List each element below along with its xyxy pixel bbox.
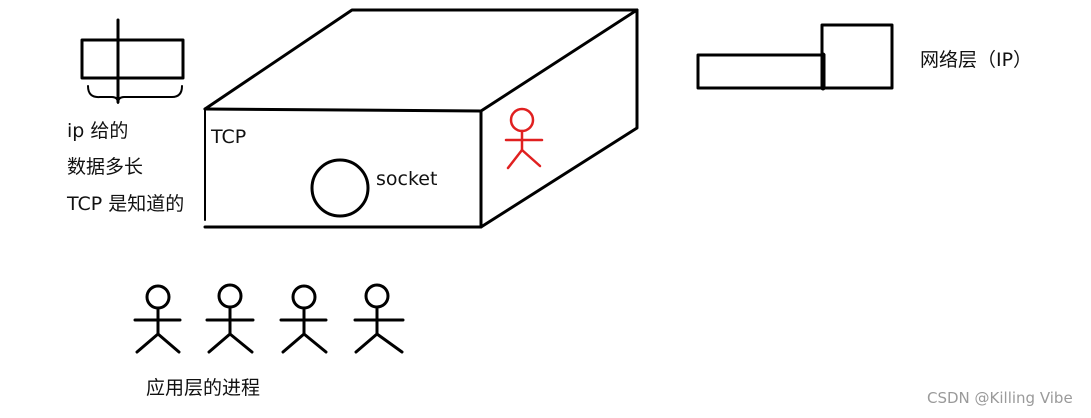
packet-brace	[87, 85, 183, 104]
tcp-box	[203, 8, 639, 229]
network-layer-label: 网络层（IP）	[920, 49, 1033, 71]
watermark: CSDN @Killing Vibe	[927, 389, 1073, 407]
note-line-1: ip 给的	[67, 120, 129, 142]
tcp-box-top-edge	[203, 8, 639, 113]
socket-label: socket	[376, 168, 438, 190]
red-figure-right-leg	[520, 148, 542, 168]
note-line-3: TCP 是知道的	[67, 193, 185, 215]
network-block-large	[820, 23, 894, 90]
red-figure-head	[509, 107, 535, 133]
socket-circle	[310, 158, 370, 218]
red-stick-figure	[504, 107, 544, 170]
tcp-box-outline	[203, 8, 639, 229]
network-block-small	[696, 53, 826, 90]
process-figure-4	[353, 283, 405, 354]
tcp-label: TCP	[211, 126, 247, 148]
process-figure-1	[133, 284, 182, 354]
network-layer-blocks	[696, 23, 894, 91]
app-processes-label: 应用层的进程	[146, 377, 261, 399]
packet-sketch	[80, 18, 185, 104]
red-figure-left-leg	[506, 148, 524, 170]
packet-box	[80, 38, 185, 80]
process-figure-2	[205, 283, 255, 354]
note-line-2: 数据多长	[67, 156, 144, 178]
process-figure-3	[279, 284, 328, 354]
